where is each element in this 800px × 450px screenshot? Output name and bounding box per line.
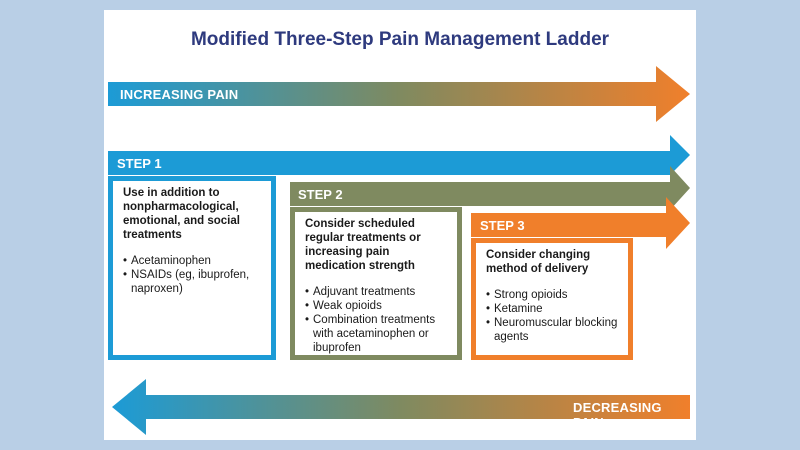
decreasing-pain-label: DECREASING PAIN — [573, 400, 662, 430]
step1-item: NSAIDs (eg, ibuprofen, naproxen) — [123, 268, 261, 296]
step1-label: STEP 1 — [117, 156, 162, 171]
decreasing-pain-arrow — [112, 379, 690, 435]
step3-box: Consider changing method of delivery Str… — [471, 238, 633, 360]
step1-heading: Use in addition to nonpharmacological, e… — [123, 187, 240, 241]
increasing-pain-arrow — [108, 66, 690, 122]
diagram-card: Modified Three-Step Pain Management Ladd… — [104, 10, 696, 440]
step3-item: Ketamine — [486, 302, 618, 316]
step2-list: Adjuvant treatments Weak opioids Combina… — [305, 285, 447, 355]
increasing-pain-label: INCREASING PAIN — [120, 87, 239, 102]
step2-box: Consider scheduled regular treatments or… — [290, 207, 462, 360]
diagram-title: Modified Three-Step Pain Management Ladd… — [190, 29, 610, 50]
step3-list: Strong opioids Ketamine Neuromuscular bl… — [486, 288, 618, 344]
step1-list: Acetaminophen NSAIDs (eg, ibuprofen, nap… — [123, 254, 261, 296]
step1-arrow — [108, 135, 690, 175]
step2-item: Adjuvant treatments — [305, 285, 447, 299]
step3-item: Strong opioids — [486, 288, 618, 302]
step2-item: Combination treatments with acetaminophe… — [305, 313, 447, 355]
step3-arrow — [471, 197, 690, 249]
step3-item: Neuromuscular blocking agents — [486, 316, 618, 344]
step2-arrow — [290, 166, 690, 210]
step1-item: Acetaminophen — [123, 254, 261, 268]
step2-heading: Consider scheduled regular treatments or… — [305, 218, 421, 272]
step2-item: Weak opioids — [305, 299, 447, 313]
arrows-layer — [108, 66, 690, 435]
step2-label: STEP 2 — [298, 187, 343, 202]
step3-label: STEP 3 — [480, 218, 525, 233]
step1-box: Use in addition to nonpharmacological, e… — [108, 176, 276, 360]
step3-heading: Consider changing method of delivery — [486, 249, 591, 275]
